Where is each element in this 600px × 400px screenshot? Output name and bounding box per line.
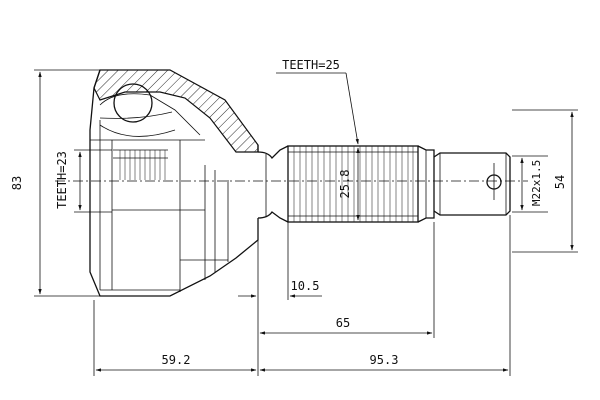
label-m22: M22x1.5 (530, 160, 543, 206)
inner-spline-teeth (119, 150, 166, 180)
label-10-5: 10.5 (291, 279, 320, 293)
dim-seal-diameter: 54 (512, 109, 578, 253)
label-teeth-25: TEETH=25 (282, 58, 340, 72)
label-25-8: 25.8 (338, 170, 352, 199)
label-54: 54 (553, 175, 567, 189)
dim-inner-teeth: TEETH=23 (55, 149, 112, 213)
dim-thread: M22x1.5 (512, 155, 548, 213)
inner-race (99, 83, 201, 180)
spline-shaft (287, 145, 435, 223)
dim-spline-length: 65 (257, 222, 435, 338)
stem (257, 145, 289, 223)
dim-shoulder: 10.5 (238, 222, 322, 300)
label-teeth-23: TEETH=23 (55, 151, 69, 209)
dim-bottom-lengths: 59.2 95.3 (93, 215, 511, 376)
outer-bell-housing (89, 69, 259, 297)
dim-spline-diameter: 25.8 (338, 147, 360, 221)
spline-teeth (293, 146, 414, 222)
threaded-end (433, 152, 511, 216)
label-59-2: 59.2 (162, 353, 191, 367)
label-83: 83 (10, 176, 24, 190)
dim-outer-teeth: TEETH=25 (276, 58, 359, 145)
ball (113, 83, 153, 123)
label-65: 65 (336, 316, 350, 330)
label-95-3: 95.3 (370, 353, 399, 367)
dim-outer-diameter: 83 (10, 69, 100, 297)
